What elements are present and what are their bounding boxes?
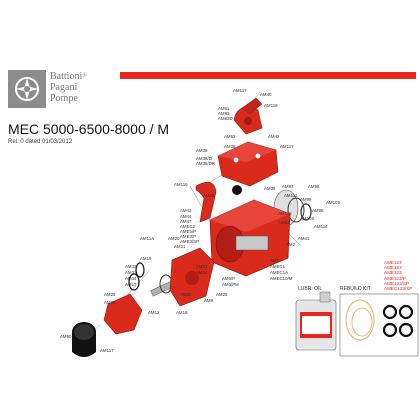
pulley-housing [103, 293, 143, 335]
label-am83: AM83 [218, 111, 230, 116]
label-am38d: AM38/D [196, 156, 212, 161]
label-am28: AM28 [104, 300, 116, 305]
label-am50: AM50 [60, 334, 72, 339]
rebuild-kit-box [339, 293, 419, 357]
label-am39: AM39 [264, 186, 276, 191]
label-am12: AM12 [148, 310, 160, 315]
page-title: MEC 5000-6500-8000 / M [8, 121, 170, 137]
valve-housing-top [233, 97, 263, 135]
header-accent-bar [120, 72, 416, 79]
kit-code: AME123 [384, 270, 402, 276]
part-labels: AM117 AM40 AM118 AM61 AM83 AM83D AM42 AM… [60, 88, 340, 353]
brand-logo [8, 70, 46, 108]
seal-rings-left [128, 262, 145, 291]
label-am17: AM17 [125, 282, 137, 287]
label-am21: AM21 [174, 244, 186, 249]
label-am25: AM25 [216, 292, 228, 297]
kit-code: AME123 [384, 260, 402, 265]
label-am41: AM41 [298, 236, 310, 241]
label-am16: AM16 [176, 310, 188, 315]
label-am118: AM118 [264, 103, 278, 108]
logo-mark-icon [15, 77, 39, 101]
label-am63: AM63 [278, 220, 290, 225]
ball-valve [232, 185, 242, 195]
label-amec1: AMEC1 [270, 264, 286, 269]
label-am112: AM112 [284, 193, 298, 198]
label-am26: AM26 [104, 292, 116, 297]
revision-note: Rel. 0 dated 01/03/2012 [8, 139, 73, 145]
label-amec10: AMEC10/M [270, 276, 293, 281]
label-amec1a: AMEC1A [270, 270, 288, 275]
label-am62: AM62 [224, 134, 236, 139]
label-am2: AM2 [286, 242, 296, 247]
label-am97: AM97 [282, 184, 294, 189]
kit-code: AME123 [384, 265, 402, 271]
label-am35: AM35 [203, 193, 215, 198]
label-am22: AM22 [180, 292, 192, 297]
label-am117b: AM117 [280, 144, 294, 149]
oil-cap [72, 322, 96, 357]
label-am32: AM32 [125, 270, 137, 275]
label-am114: AM114 [314, 224, 328, 229]
label-am23: AM23 [196, 264, 208, 269]
label-am40: AM40 [260, 92, 272, 97]
label-am38: AM38 [196, 148, 208, 153]
label-am117c: AM117 [100, 348, 114, 353]
label-am47: AM47 [180, 219, 192, 224]
brand-line-1: Battioni [50, 71, 83, 82]
brand-reg-mark: ® [82, 73, 87, 79]
label-am42: AM42 [268, 134, 280, 139]
label-ame3p: AME3/P [180, 234, 196, 239]
label-am24: AM24 [196, 270, 208, 275]
lubricant-label: LUBR. OIL [298, 286, 323, 292]
label-am109: AM109 [326, 200, 340, 205]
label-ame5p: AME5/P [180, 229, 196, 234]
label-ame3sp: AME3/SP [180, 239, 199, 244]
label-am96: AM96 [308, 184, 320, 189]
label-am117: AM117 [233, 88, 247, 93]
label-am38dr: AM38/DR [196, 161, 215, 166]
kit-code: AME123/SP [384, 280, 410, 286]
side-cover [169, 247, 215, 307]
label-am44: AM44 [180, 214, 192, 219]
label-am108: AM108 [300, 216, 314, 221]
kit-code: AMEC123/SP [384, 286, 413, 292]
label-am34: AM34 [125, 276, 137, 281]
label-am33: AM33 [125, 264, 137, 269]
brand-line-2: Pagani [50, 82, 78, 93]
label-am116: AM116 [174, 182, 188, 187]
pump-body [209, 199, 291, 277]
kit-code: AME123/P [384, 275, 406, 281]
rebuild-kit-label: REBUILD KIT [340, 286, 371, 292]
label-am43: AM43 [180, 208, 192, 213]
label-am115: AM115 [278, 211, 292, 216]
label-am11a: AM11A [140, 236, 154, 241]
label-am19: AM19 [140, 256, 152, 261]
label-am98: AM98 [312, 208, 324, 213]
oil-can-image [295, 291, 337, 351]
label-am5pm: AM5/PM [222, 282, 239, 287]
label-am20: AM20 [168, 236, 180, 241]
manifold-pipe [195, 181, 217, 223]
brand-name: Battioni® Pagani Pompe [50, 71, 87, 104]
label-amec2: AMEC2 [180, 224, 196, 229]
label-am9: AM9 [204, 298, 214, 303]
label-am5p: AM5/P [222, 276, 235, 281]
label-am83d: AM83D [218, 116, 233, 121]
brand-line-3: Pompe [50, 93, 78, 104]
label-am36: AM36 [224, 144, 236, 149]
pump-head [217, 141, 279, 187]
label-am61: AM61 [218, 106, 230, 111]
label-am99: AM99 [300, 197, 312, 202]
label-am1: AM1 [270, 258, 280, 263]
rebuild-kit-codes: AME123 AME123 AME123 AME123/P AME123/SP … [384, 260, 412, 291]
